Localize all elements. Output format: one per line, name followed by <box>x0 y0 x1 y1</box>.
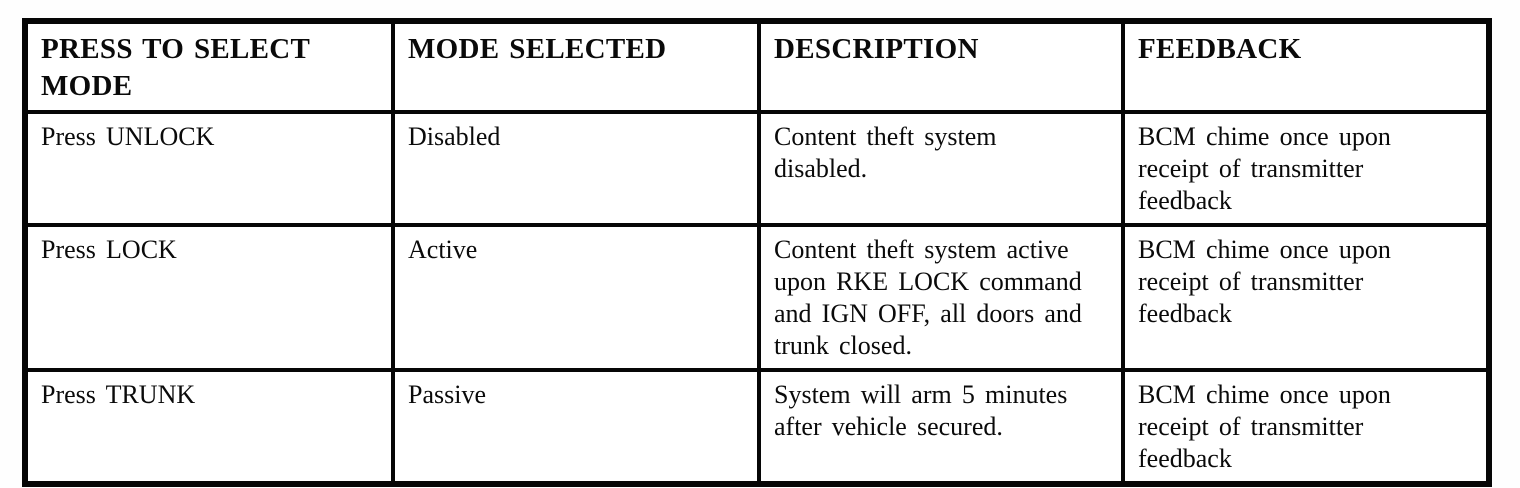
header-cell-description: DESCRIPTION <box>757 18 1125 115</box>
cell-feedback: BCM chime once upon receipt of transmitt… <box>1121 110 1491 228</box>
rke-mode-selection-table: PRESS TO SELECT MODE MODE SELECTED DESCR… <box>22 18 1492 487</box>
table-row-unlock: Press UNLOCK Disabled Content theft syst… <box>23 110 1491 228</box>
cell-mode-selected: Disabled <box>391 110 761 228</box>
cell-press-action: Press LOCK <box>23 223 395 372</box>
header-cell-press-to-select-mode: PRESS TO SELECT MODE <box>23 18 395 115</box>
table-header-row: PRESS TO SELECT MODE MODE SELECTED DESCR… <box>23 18 1491 115</box>
cell-feedback: BCM chime once upon receipt of transmitt… <box>1121 223 1491 372</box>
cell-feedback: BCM chime once upon receipt of transmitt… <box>1121 367 1491 486</box>
cell-press-action: Press UNLOCK <box>23 110 395 228</box>
cell-description: Content theft system disabled. <box>757 110 1125 228</box>
cell-mode-selected: Active <box>391 223 761 372</box>
cell-press-action: Press TRUNK <box>23 367 395 486</box>
cell-mode-selected: Passive <box>391 367 761 486</box>
table-row-lock: Press LOCK Active Content theft system a… <box>23 223 1491 372</box>
header-cell-mode-selected: MODE SELECTED <box>391 18 761 115</box>
header-cell-feedback: FEEDBACK <box>1121 18 1491 115</box>
cell-description: System will arm 5 minutes after vehicle … <box>757 367 1125 486</box>
table-row-trunk: Press TRUNK Passive System will arm 5 mi… <box>23 367 1491 486</box>
cell-description: Content theft system active upon RKE LOC… <box>757 223 1125 372</box>
